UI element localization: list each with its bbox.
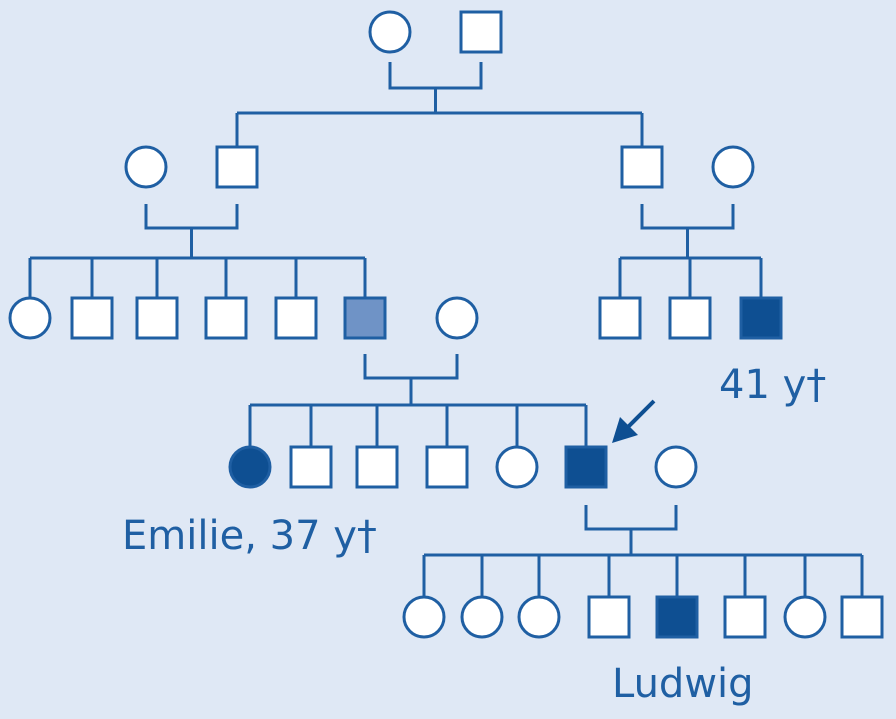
male-affected-symbol [739,296,783,340]
union-1 [235,62,644,149]
union-5 [422,505,864,599]
female-unaffected-symbol [435,296,479,340]
male-unaffected-symbol [598,296,642,340]
male-affected-symbol [655,595,699,639]
male-affected-symbol [564,445,608,489]
individual-symbols [8,10,884,639]
male-unaffected-symbol [425,445,469,489]
male-unaffected-symbol [459,10,503,54]
female-unaffected-symbol [402,595,446,639]
female-unaffected-symbol [124,145,168,189]
mating-line [144,204,239,230]
union-3 [618,204,763,300]
male-unaffected-symbol [668,296,712,340]
label-v-5: Ludwig [612,661,754,707]
female-unaffected-symbol [783,595,827,639]
female-unaffected-symbol [368,10,412,54]
mating-line [363,354,459,380]
mating-line [584,505,678,531]
male-unaffected-symbol [70,296,114,340]
label-iv-1: Emilie, 37 y† [122,513,377,559]
male-unaffected-symbol [587,595,631,639]
male-unaffected-symbol [620,145,664,189]
male-unaffected-symbol [355,445,399,489]
male-unaffected-symbol [840,595,884,639]
female-unaffected-symbol [495,445,539,489]
male-unaffected-symbol [204,296,248,340]
male-unaffected-symbol [215,145,259,189]
female-affected-symbol [228,445,272,489]
mating-line [640,204,735,230]
male-unaffected-symbol [274,296,318,340]
union-4 [248,354,588,449]
female-unaffected-symbol [460,595,504,639]
individual-labels: 41 y† Emilie, 37 y† Ludwig [122,362,826,707]
female-unaffected-symbol [654,445,698,489]
male-unaffected-symbol [723,595,767,639]
proband-arrow-icon [612,399,656,443]
mating-line [388,62,483,90]
relationship-lines [28,62,864,599]
female-unaffected-symbol [8,296,52,340]
label-iii-10: 41 y† [719,362,826,408]
union-2 [28,204,367,300]
male-carrier-symbol [343,296,387,340]
female-unaffected-symbol [517,595,561,639]
male-unaffected-symbol [135,296,179,340]
female-unaffected-symbol [711,145,755,189]
male-unaffected-symbol [289,445,333,489]
